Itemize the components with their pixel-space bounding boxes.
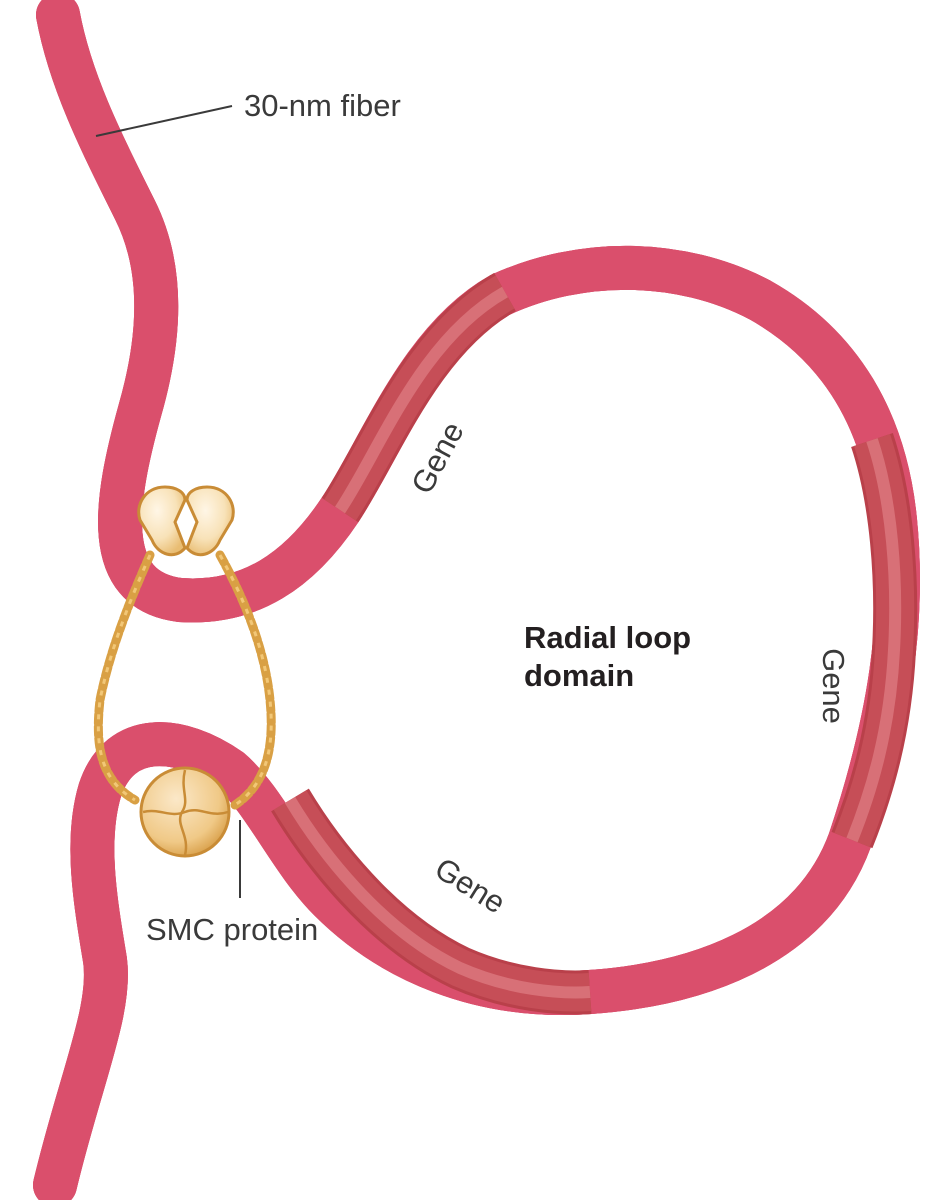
gene-label-right: Gene [815,648,851,724]
fiber-leader-line [95,105,233,137]
smc-head [139,766,231,858]
domain-label-line1: Radial loop [524,620,692,655]
chromatin-fiber [33,0,898,1200]
smc-arm-right [215,550,276,810]
gene-segments [271,272,918,1015]
smc-protein [93,485,276,858]
domain-label-line2: domain [524,658,635,693]
smc-protein-label: SMC protein [146,912,319,947]
smc-hinge [137,485,235,557]
fiber-label: 30-nm fiber [244,88,401,123]
